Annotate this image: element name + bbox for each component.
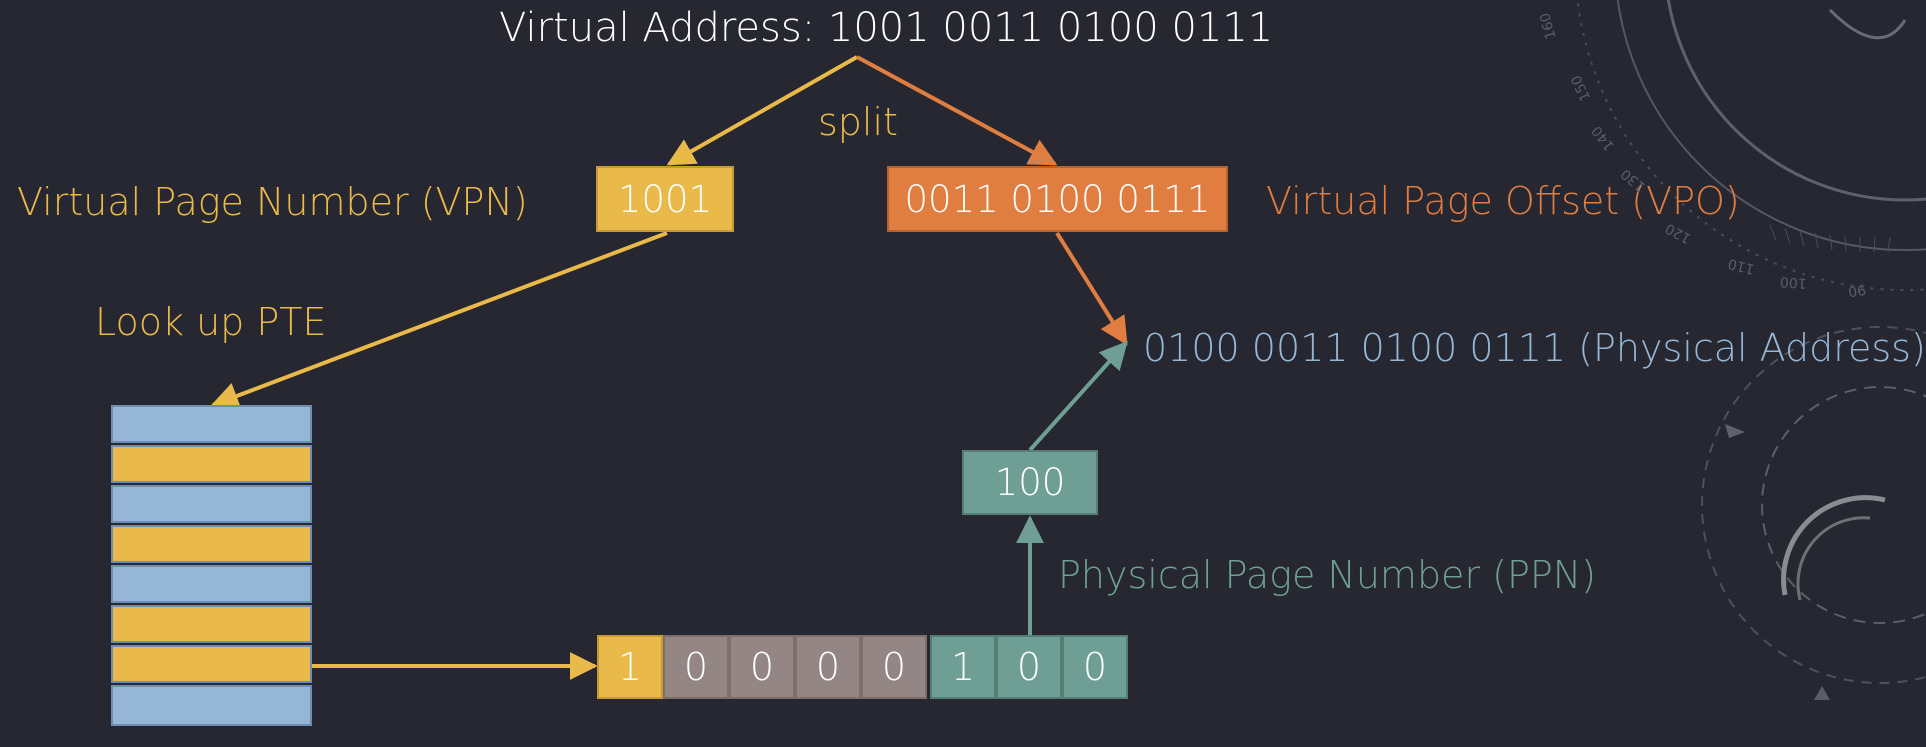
decor-dial-tick-label: 90	[1846, 280, 1867, 300]
pte-bit-ppn: 1	[930, 635, 996, 699]
lookup-pte-arrow	[210, 231, 668, 410]
vpo-box: 0011 0100 0111	[887, 166, 1228, 232]
page-table-row	[111, 645, 312, 683]
pte-bit: 0	[729, 635, 795, 699]
page-table-row	[111, 445, 312, 483]
split-label: split	[818, 100, 898, 144]
pte-bit-valid: 1	[597, 635, 663, 699]
page-table-row	[111, 605, 312, 643]
ppn-to-physical-arrow	[1028, 340, 1128, 452]
virtual-address-title: Virtual Address: 1001 0011 0100 0111	[499, 5, 1274, 51]
lookup-pte-label: Look up PTE	[95, 300, 327, 344]
page-table-row	[111, 525, 312, 563]
split-arrow-to-vpn	[666, 55, 858, 166]
physical-address-label: 0100 0011 0100 0111 (Physical Address)	[1143, 326, 1926, 370]
ppn-box: 100	[962, 450, 1098, 515]
split-arrow-to-vpo	[856, 55, 1058, 166]
page-table-row	[111, 565, 312, 603]
page-table-row	[111, 405, 312, 443]
vpo-label: Virtual Page Offset (VPO)	[1266, 179, 1740, 223]
vpn-label: Virtual Page Number (VPN)	[17, 180, 528, 224]
ppn-label: Physical Page Number (PPN)	[1058, 553, 1597, 597]
pte-bit: 0	[861, 635, 927, 699]
pte-bit-ppn: 0	[996, 635, 1062, 699]
page-table-row	[111, 485, 312, 523]
pte-bit: 0	[795, 635, 861, 699]
page-table-row	[111, 685, 312, 726]
vpn-box: 1001	[596, 166, 734, 232]
decor-dial-tick-label: 100	[1779, 273, 1808, 291]
pte-bit-ppn: 0	[1062, 635, 1128, 699]
vpo-to-physical-arrow	[1055, 231, 1128, 346]
pte-bit: 0	[663, 635, 729, 699]
